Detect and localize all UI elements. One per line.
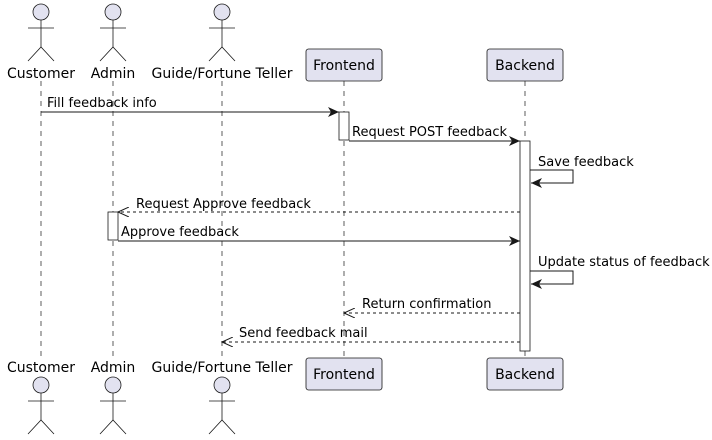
participant-label-guide-bottom: Guide/Fortune Teller (152, 360, 293, 376)
activation-bar-frontend (338, 111, 350, 141)
activation-bar-backend (519, 140, 531, 352)
participant-label-frontend-top: Frontend (313, 58, 375, 74)
message-label-5: Update status of feedback (538, 255, 710, 270)
message-label-1: Request POST feedback (352, 125, 508, 140)
actor-icon (32, 3, 50, 21)
participant-label-customer-bottom: Customer (7, 360, 75, 376)
message-arrow-5 (530, 270, 574, 289)
actor-icon (208, 46, 236, 62)
participant-label-frontend-bottom: Frontend (313, 367, 375, 383)
participant-label-customer-top: Customer (7, 66, 75, 82)
message-arrow-2 (530, 169, 574, 188)
actor-icon (99, 419, 127, 435)
actor-icon (32, 376, 50, 394)
message-label-0: Fill feedback info (47, 96, 157, 111)
message-label-6: Return confirmation (362, 297, 491, 312)
participant-label-admin-top: Admin (91, 66, 136, 82)
actor-icon (208, 419, 236, 435)
message-label-3: Request Approve feedback (136, 197, 311, 212)
actor-icon (213, 3, 231, 21)
participant-box-frontend-bottom (305, 357, 383, 391)
message-label-2: Save feedback (538, 155, 634, 170)
participant-label-backend-top: Backend (495, 58, 555, 74)
actor-icon (104, 376, 122, 394)
message-label-7: Send feedback mail (239, 326, 368, 341)
participant-box-frontend-top (305, 48, 383, 82)
actor-icon (213, 376, 231, 394)
message-label-4: Approve feedback (121, 225, 239, 240)
participant-box-backend-bottom (486, 357, 564, 391)
actor-icon (104, 3, 122, 21)
activation-bar-admin (107, 211, 119, 241)
actor-icon (99, 46, 127, 62)
participant-label-admin-bottom: Admin (91, 360, 136, 376)
participant-label-guide-top: Guide/Fortune Teller (152, 66, 293, 82)
actor-icon (27, 46, 55, 62)
participant-box-backend-top (486, 48, 564, 82)
participant-label-backend-bottom: Backend (495, 367, 555, 383)
actor-icon (27, 419, 55, 435)
